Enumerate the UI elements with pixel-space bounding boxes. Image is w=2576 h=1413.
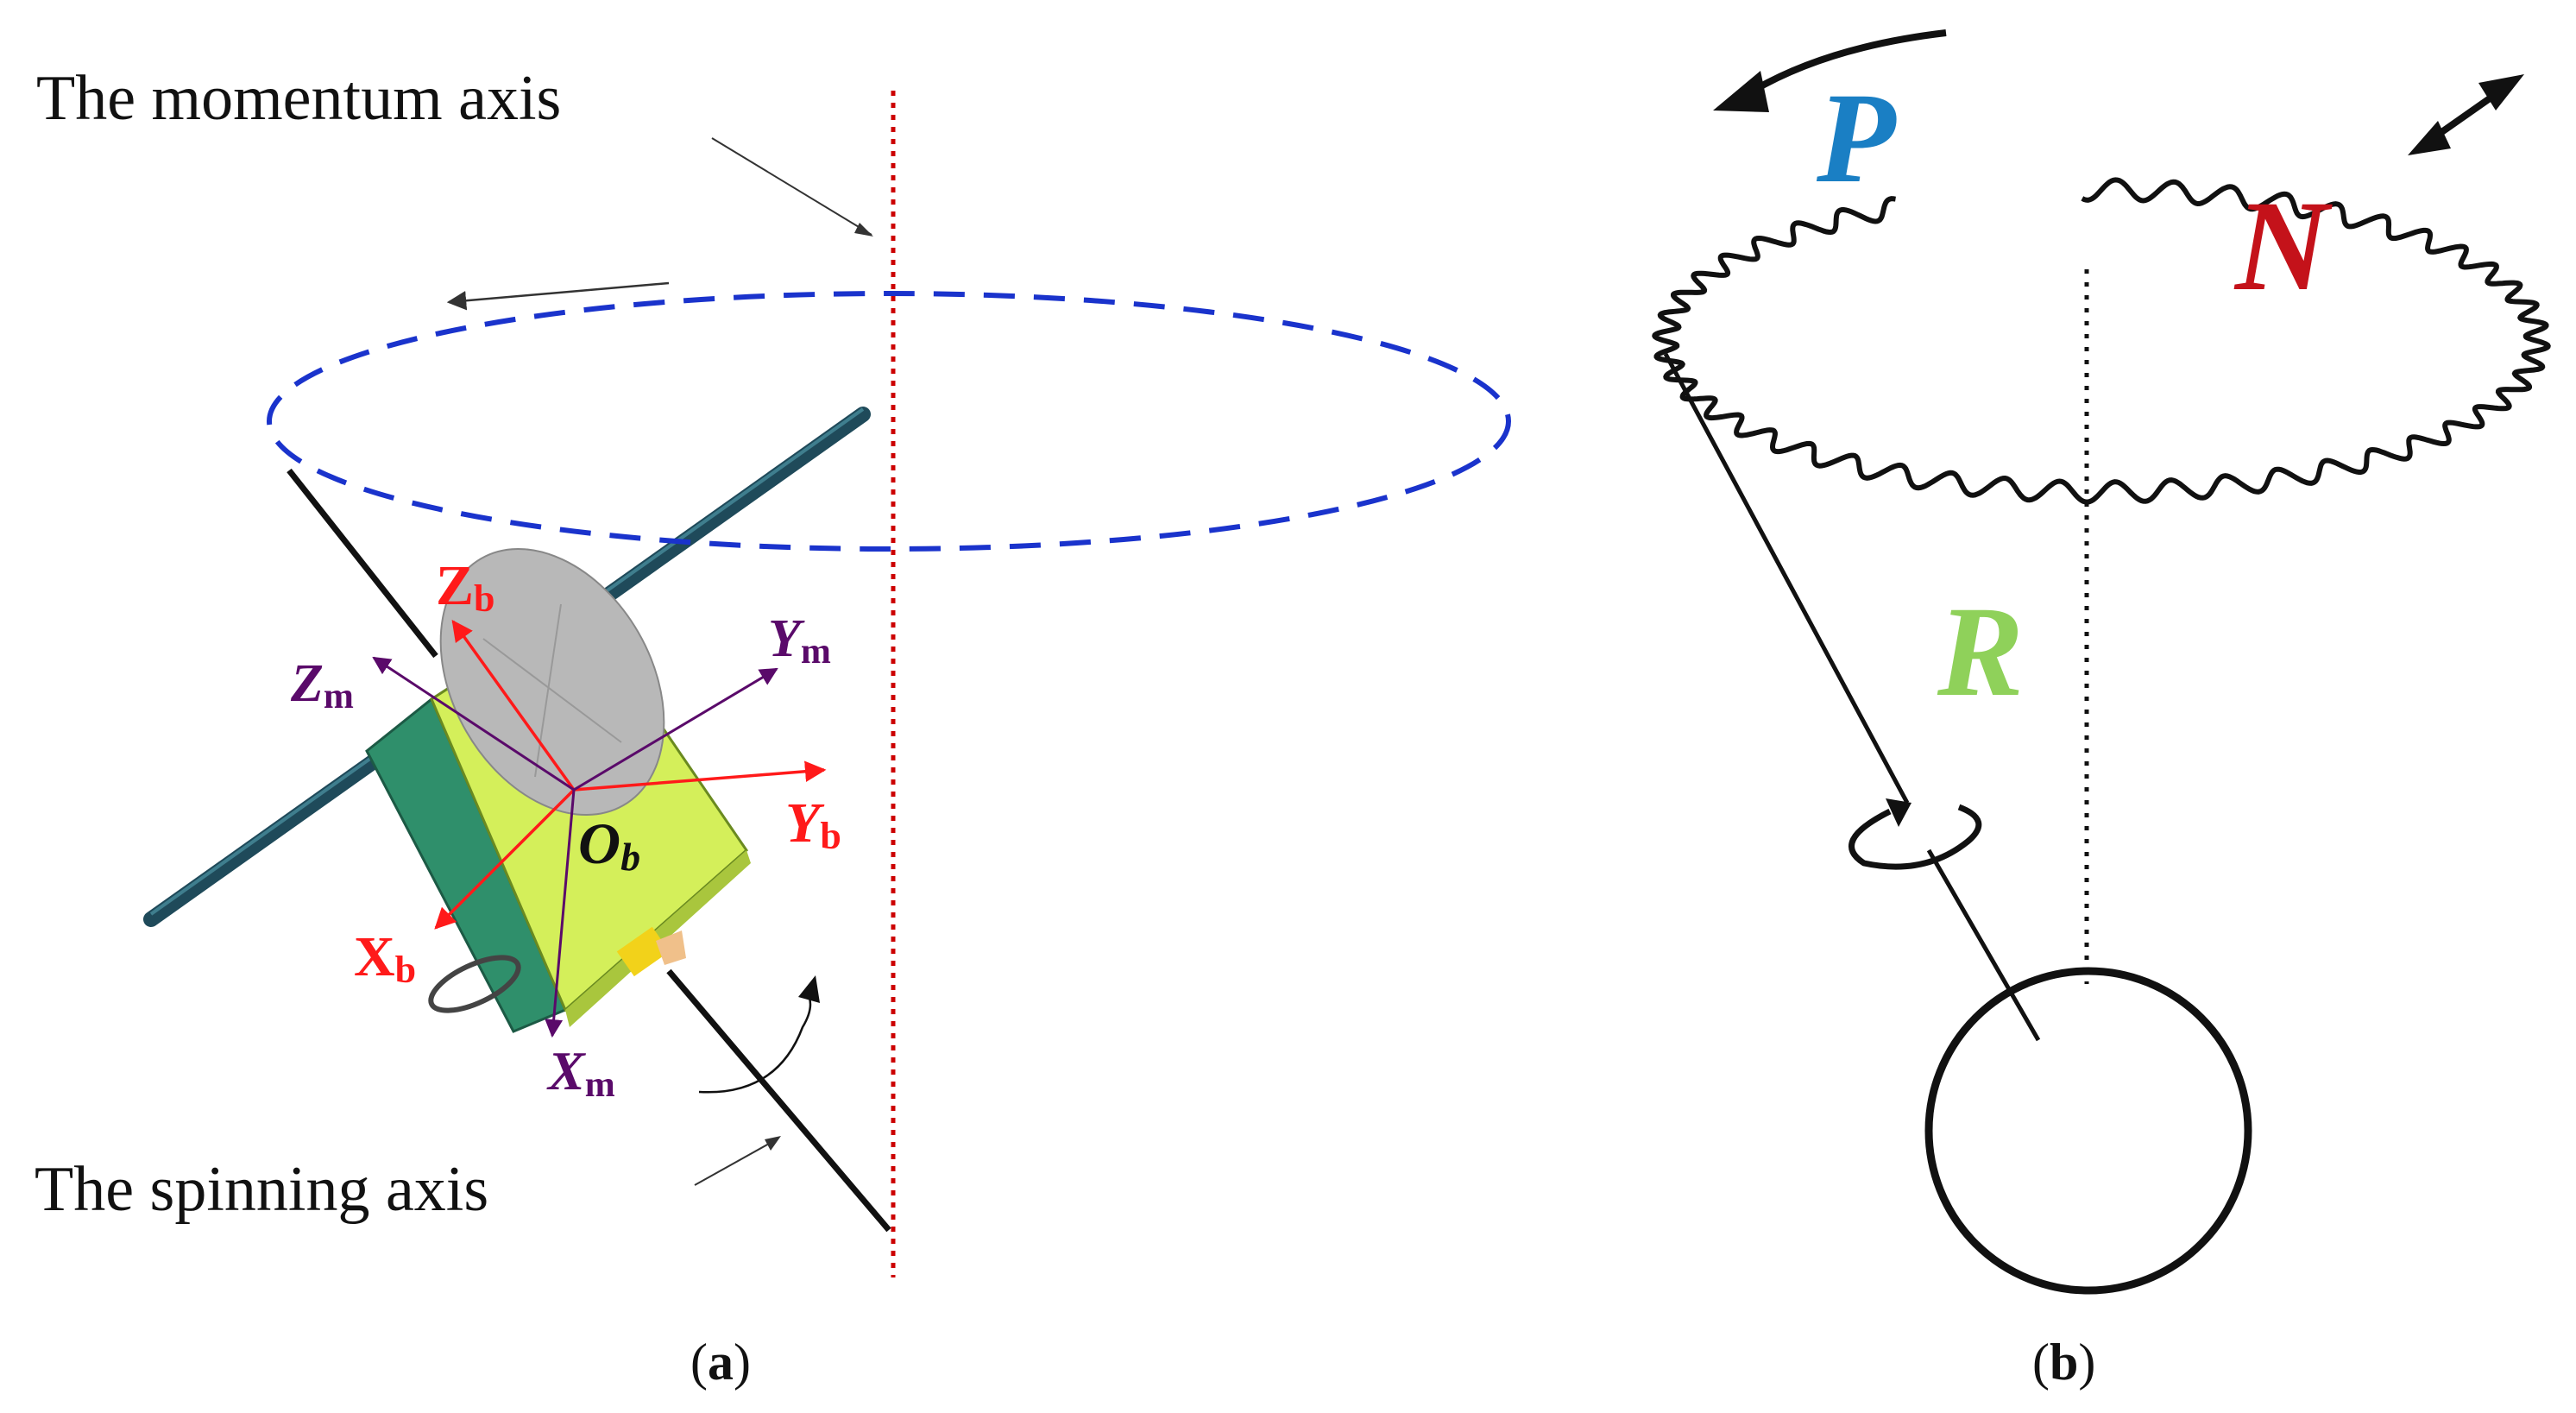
label-xm: Xm [546, 1040, 615, 1105]
label-n: N [2233, 174, 2333, 318]
precession-arrow [446, 281, 670, 311]
panel-a: The momentum axis The spinning axis Zb Z… [35, 63, 1511, 1391]
spinning-pointer-head [765, 1136, 781, 1151]
spinning-axis-upper [287, 468, 438, 659]
antenna-dish [439, 547, 665, 817]
spin-axis-upper [1663, 352, 1910, 804]
label-r: R [1937, 580, 2024, 723]
spin-axis-lower [1926, 848, 2041, 1042]
label-zm: Zm [290, 654, 354, 716]
yb-axis [573, 760, 827, 792]
label-p: P [1816, 66, 1897, 210]
spin-rotation-arrow [698, 992, 812, 1094]
lower-antenna [428, 955, 521, 1013]
label-zb: Zb [436, 554, 495, 620]
panel-b: P N R (b) [1652, 29, 2551, 1391]
thruster [616, 926, 670, 977]
nutation-arrowhead-2 [2478, 74, 2524, 110]
xm-axis [545, 789, 576, 1038]
momentum-axes [372, 656, 778, 1038]
nutation-arrowhead-1 [2408, 121, 2451, 155]
spinning-axis-lower [666, 968, 891, 1233]
momentum-axis-label: The momentum axis [36, 63, 561, 134]
xb-axis [434, 788, 576, 930]
central-body-circle [1924, 967, 2252, 1295]
spinning-pointer [694, 1139, 778, 1186]
ym-axis [573, 667, 778, 792]
momentum-pointer [711, 137, 872, 236]
precession-arrowhead [1713, 71, 1769, 112]
spin-arrow-head [1886, 798, 1912, 827]
label-ob: Ob [578, 811, 640, 879]
spinning-axis-label: The spinning axis [35, 1154, 488, 1225]
spin-rotation-arrowhead [798, 975, 820, 1003]
caption-b: (b) [2032, 1334, 2095, 1391]
momentum-pointer-head [854, 223, 873, 237]
label-yb: Yb [785, 792, 841, 857]
caption-a: (a) [690, 1334, 751, 1391]
label-ym: Ym [768, 609, 831, 672]
thruster-nozzle [656, 930, 686, 965]
nutation-wavy-ring [1652, 177, 2551, 505]
zb-axis [451, 620, 576, 792]
spin-arrow-ring [1849, 804, 1982, 870]
label-xb: Xb [354, 925, 416, 991]
dish-line-2 [534, 603, 562, 778]
body-axes [434, 620, 827, 930]
zm-axis [372, 656, 575, 792]
satellite [365, 547, 751, 1033]
precession-ellipse [267, 291, 1511, 552]
dish-line-1 [482, 638, 622, 743]
